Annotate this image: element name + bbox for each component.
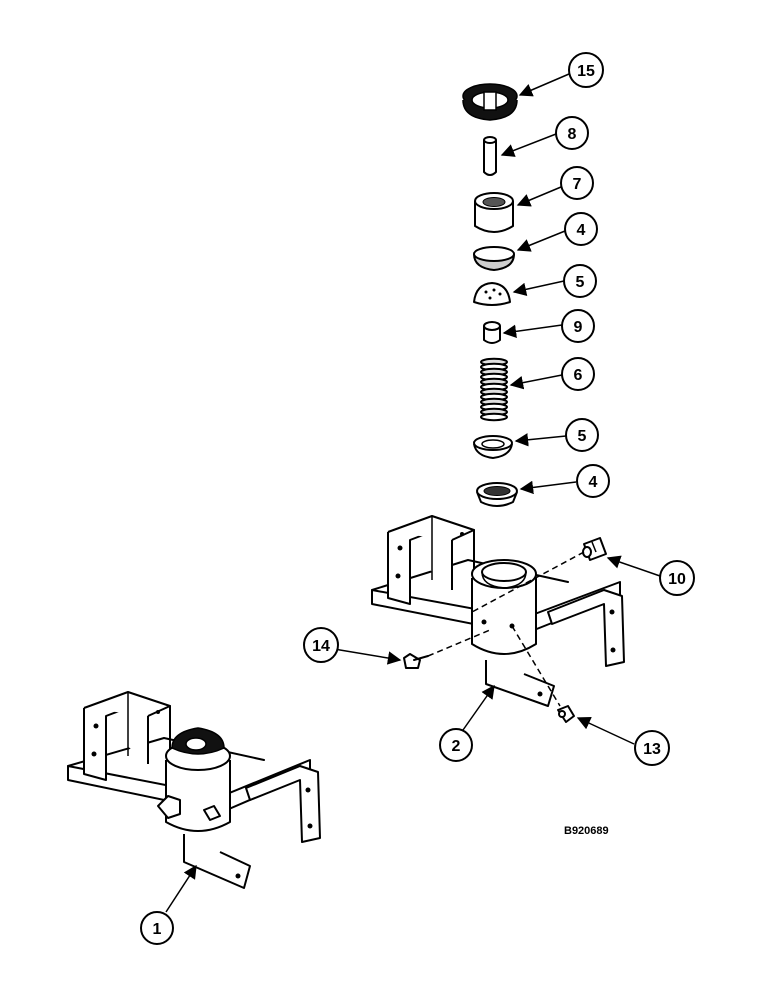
callout-15: 15 [568, 52, 604, 88]
figure-id-label: B920689 [564, 825, 609, 837]
svg-text:8: 8 [568, 126, 577, 143]
assembly-lines [427, 551, 585, 707]
svg-text:15: 15 [577, 63, 595, 80]
part-5-washer-lower [473, 435, 513, 459]
callout-9: 9 [561, 309, 595, 343]
svg-text:13: 13 [643, 741, 661, 758]
part-4-cup-upper [473, 246, 515, 272]
callout-2: 2 [439, 728, 473, 762]
callout-1: 1 [140, 911, 174, 945]
svg-text:2: 2 [452, 738, 461, 755]
callout-7: 7 [560, 166, 594, 200]
svg-text:10: 10 [668, 571, 686, 588]
part-1-assembled-bracket [67, 691, 321, 889]
svg-text:1: 1 [153, 921, 162, 938]
svg-text:7: 7 [573, 176, 582, 193]
part-2-bracket-assembly [371, 515, 625, 707]
callout-5-upper: 5 [563, 264, 597, 298]
part-14-bolt [403, 653, 429, 669]
part-10-grease-fitting [582, 537, 607, 561]
svg-text:9: 9 [574, 319, 583, 336]
svg-text:5: 5 [578, 428, 587, 445]
part-13-set-screw [557, 705, 575, 723]
callout-4-upper: 4 [564, 212, 598, 246]
svg-text:5: 5 [576, 274, 585, 291]
callout-4-lower: 4 [576, 464, 610, 498]
callout-14: 14 [303, 627, 339, 663]
part-15-cap [462, 83, 518, 121]
callout-10: 10 [659, 560, 695, 596]
part-7-bushing [474, 192, 514, 233]
svg-text:14: 14 [312, 638, 330, 655]
callout-13: 13 [634, 730, 670, 766]
callout-5-lower: 5 [565, 418, 599, 452]
svg-text:6: 6 [574, 367, 583, 384]
part-4-cup-lower [476, 482, 518, 507]
callout-8: 8 [555, 116, 589, 150]
part-6-spring [480, 357, 508, 422]
svg-text:4: 4 [577, 222, 586, 239]
spring-coil [480, 412, 508, 422]
part-9-plunger [483, 321, 501, 344]
part-8-pin [483, 136, 497, 176]
svg-text:4: 4 [589, 474, 598, 491]
leader-lines [165, 73, 661, 913]
callout-6: 6 [561, 357, 595, 391]
part-5-washer-upper [473, 282, 511, 306]
